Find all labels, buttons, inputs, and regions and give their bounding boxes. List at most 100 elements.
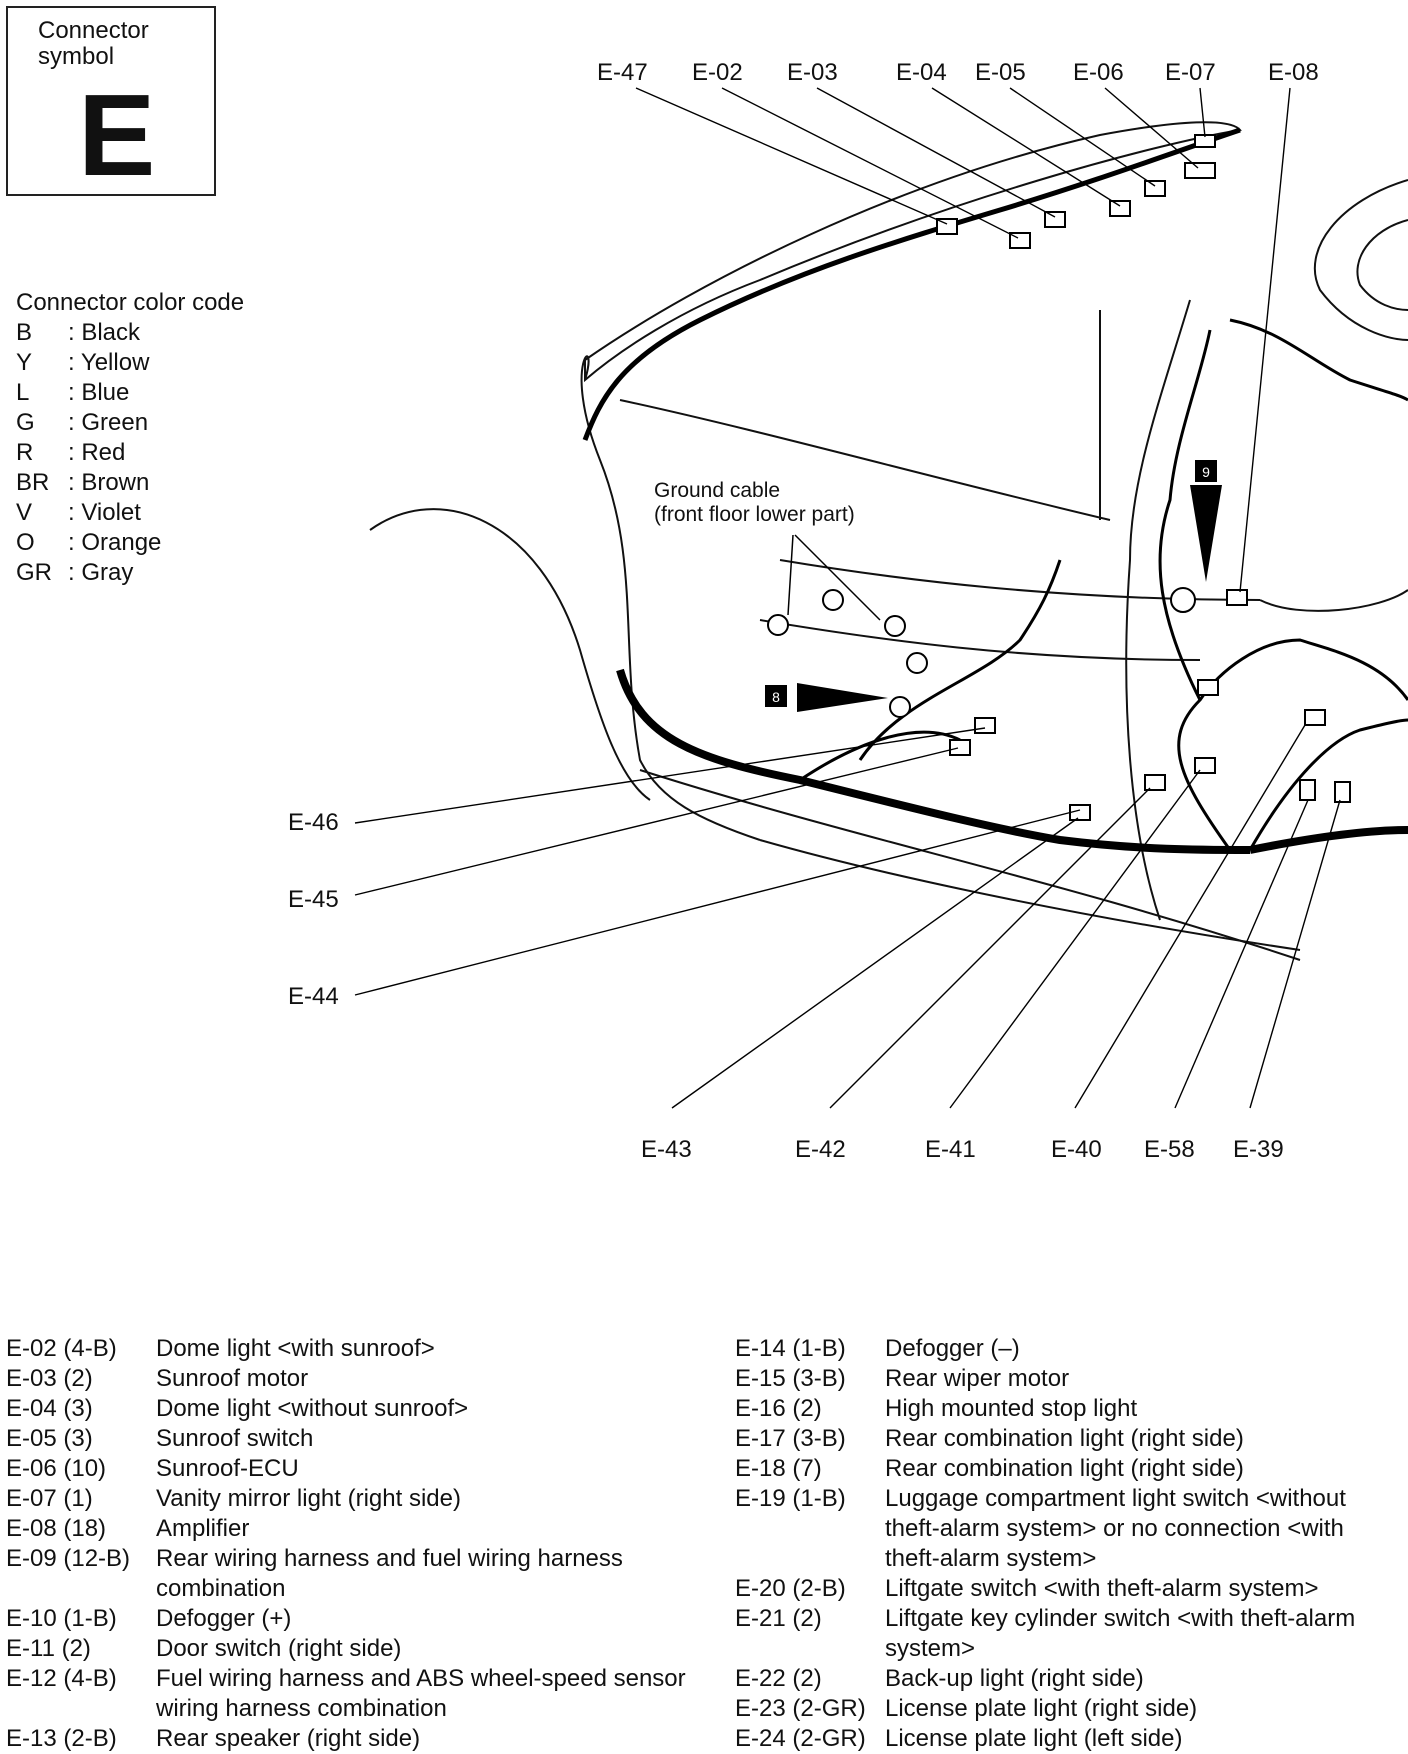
legend-code: E-11 (2) — [6, 1635, 91, 1662]
connector-e39 — [1334, 781, 1351, 803]
legend-row: E-19 (1-B) Luggage compartment light swit… — [735, 1484, 1405, 1574]
legend-description: Rear wiring harness and fuel wiring harn… — [156, 1545, 623, 1602]
connector-e58 — [1304, 709, 1326, 726]
legend-code: E-13 (2-B) — [6, 1725, 117, 1752]
legend-description: Liftgate switch <with theft-alarm system… — [885, 1575, 1319, 1602]
legend-code: E-04 (3) — [6, 1395, 93, 1422]
color-code-abbr: G — [16, 409, 35, 436]
connector-label-e-46: E-46 — [288, 809, 339, 836]
connector-e04 — [1109, 200, 1131, 217]
color-code-abbr: O — [16, 529, 35, 556]
connector-e47 — [936, 218, 958, 235]
legend-row: E-05 (3) Sunroof switch — [6, 1424, 686, 1454]
legend-row: E-08 (18)Amplifier — [6, 1514, 686, 1544]
color-code-name: : Blue — [68, 379, 130, 406]
connector-label-e-40: E-40 — [1051, 1136, 1102, 1163]
connector-label-e-45: E-45 — [288, 886, 339, 913]
connector-symbol-letter: E — [78, 70, 156, 200]
marker-8-arrow — [797, 683, 888, 712]
vehicle-body-outline — [369, 121, 1408, 961]
color-code-abbr: B — [16, 319, 33, 346]
color-code-row: V: Violet — [16, 498, 244, 528]
connector-label-e-08: E-08 — [1268, 59, 1319, 86]
legend-row: E-09 (12-B) Rear wiring harness and fuel … — [6, 1544, 686, 1604]
connector-e03 — [1044, 211, 1066, 228]
color-code-abbr: L — [16, 379, 30, 406]
legend-row: E-07 (1)Vanity mirror light (right side) — [6, 1484, 686, 1514]
color-code-abbr: BR — [16, 469, 50, 496]
connector-label-e-04: E-04 — [896, 59, 947, 86]
legend-description: Vanity mirror light (right side) — [156, 1485, 461, 1512]
color-code-name: : Orange — [68, 529, 162, 556]
color-code-abbr: GR — [16, 559, 52, 586]
legend-description: Defogger (+) — [156, 1605, 292, 1632]
connector-e46 — [974, 717, 996, 734]
legend-code: E-05 (3) — [6, 1425, 93, 1452]
connector-junction — [1197, 679, 1219, 696]
color-code-row: BR: Brown — [16, 468, 244, 498]
legend-description: Defogger (–) — [885, 1335, 1020, 1362]
legend-row: E-06 (10)Sunroof-ECU — [6, 1454, 686, 1484]
connector-label-e-05: E-05 — [975, 59, 1026, 86]
color-code-heading: Connector color code — [16, 289, 245, 316]
marker-9-group: 9 — [1190, 460, 1222, 582]
legend-description: Back-up light (right side) — [885, 1665, 1144, 1692]
connector-label-e-39: E-39 — [1233, 1136, 1284, 1163]
legend-code: E-10 (1-B) — [6, 1605, 117, 1632]
legend-code: E-16 (2) — [735, 1395, 822, 1422]
connector-symbol-box: Connector symbol E — [6, 6, 216, 196]
legend-description: Dome light <with sunroof> — [156, 1335, 435, 1362]
leader-lines — [354, 87, 1341, 1109]
legend-row: E-15 (3-B) Rear wiper motor — [735, 1364, 1405, 1394]
legend-description: License plate light (right side) — [885, 1695, 1198, 1722]
ground-cable-sublabel: (front floor lower part) — [654, 503, 855, 526]
color-code-row: Y: Yellow — [16, 348, 244, 378]
legend-description: Sunroof switch — [156, 1425, 314, 1452]
ground-cable-label: Ground cable — [654, 479, 780, 502]
legend-row: E-10 (1-B) Defogger (+) — [6, 1604, 686, 1634]
marker-9-arrow — [1190, 485, 1222, 582]
legend-code: E-08 (18) — [6, 1515, 107, 1542]
connector-label-e-42: E-42 — [795, 1136, 846, 1163]
wiring-harness-diagram: 8 9 Ground cable (front floor lower part… — [288, 59, 1408, 1163]
connector-e39b — [1299, 779, 1316, 801]
legend-description: Sunroof motor — [156, 1365, 309, 1392]
legend-row: E-02 (4-B)Dome light <with sunroof> — [6, 1334, 686, 1364]
legend-description: Liftgate key cylinder switch <with theft… — [885, 1605, 1356, 1662]
legend-code: E-24 (2-GR) — [735, 1725, 866, 1752]
legend-description: Rear combination light (right side) — [885, 1455, 1244, 1482]
legend-code: E-03 (2) — [6, 1365, 93, 1392]
legend-description: Door switch (right side) — [156, 1635, 402, 1662]
color-code-name: : Gray — [68, 559, 134, 586]
legend-code: E-17 (3-B) — [735, 1425, 846, 1452]
legend-row: E-20 (2-B)Liftgate switch <with theft-al… — [735, 1574, 1405, 1604]
legend-code: E-15 (3-B) — [735, 1365, 846, 1392]
legend-description: Luggage compartment light switch <withou… — [885, 1485, 1346, 1572]
marker-8-label: 8 — [772, 689, 780, 705]
color-code-row: GR : Gray — [16, 558, 244, 588]
legend-code: E-09 (12-B) — [6, 1545, 131, 1572]
legend-description: Rear wiper motor — [885, 1365, 1070, 1392]
legend-row: E-04 (3) Dome light <without sunroof> — [6, 1394, 686, 1424]
marker-9-label: 9 — [1202, 464, 1210, 480]
legend-code: E-23 (2-GR) — [735, 1695, 866, 1722]
legend-description: Rear combination light (right side) — [885, 1425, 1244, 1452]
legend-description: Dome light <without sunroof> — [156, 1395, 469, 1422]
connector-label-e-07: E-07 — [1165, 59, 1216, 86]
connector-label-e-41: E-41 — [925, 1136, 976, 1163]
color-code-name: : Violet — [68, 499, 141, 526]
connector-label-e-03: E-03 — [787, 59, 838, 86]
color-code-row: L : Blue — [16, 378, 244, 408]
legend-row: E-03 (2) Sunroof motor — [6, 1364, 686, 1394]
legend-description: High mounted stop light — [885, 1395, 1138, 1422]
legend-row: E-24 (2-GR)License plate light (left sid… — [735, 1724, 1405, 1754]
connector-e06 — [1184, 162, 1216, 179]
marker-8-box — [765, 685, 787, 707]
legend-code: E-06 (10) — [6, 1455, 107, 1482]
legend-code: E-19 (1-B) — [735, 1485, 846, 1512]
connector-e41 — [1144, 774, 1166, 791]
connector-e45 — [949, 739, 971, 756]
